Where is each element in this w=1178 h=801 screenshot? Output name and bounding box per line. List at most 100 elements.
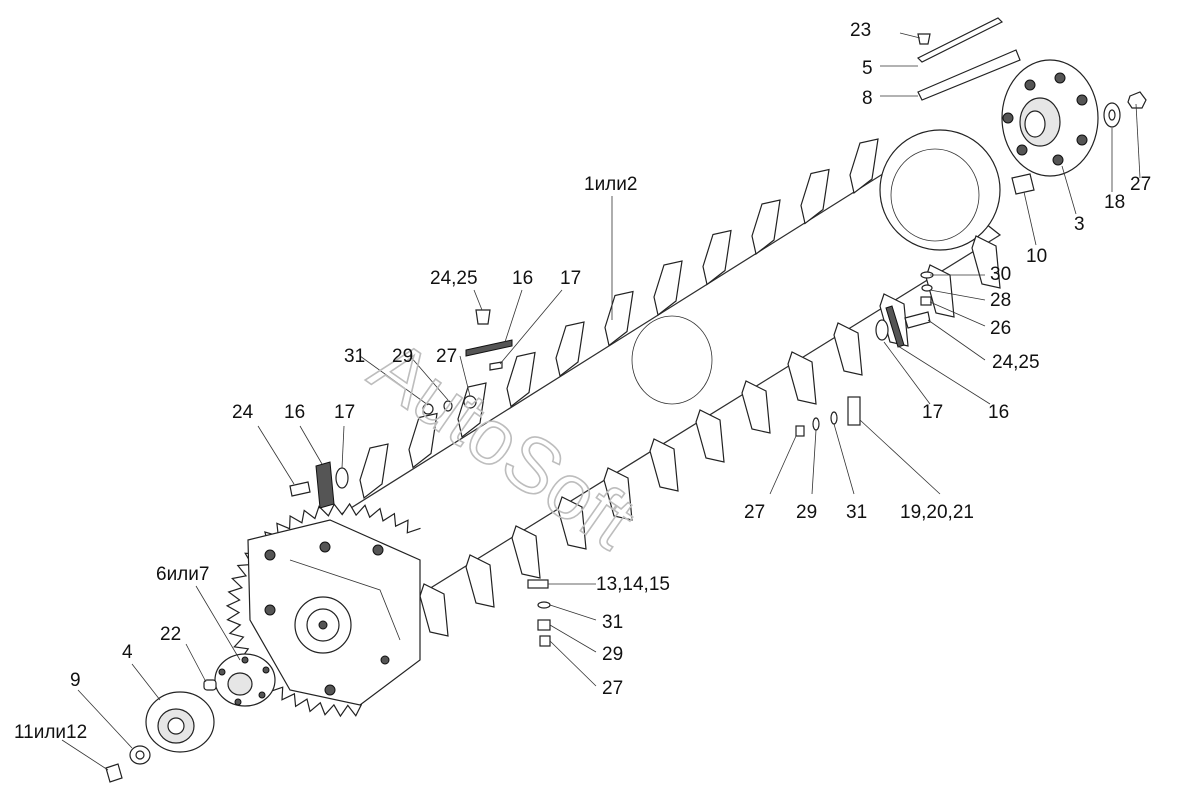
- washer-18-hole: [1108, 109, 1116, 121]
- callout-label: 17: [922, 402, 943, 423]
- washer-29-mid: [812, 417, 820, 431]
- auger-flight: [925, 264, 955, 318]
- callout-label: 16: [512, 268, 533, 289]
- auger-flight: [465, 554, 495, 608]
- bearing-4: [145, 691, 215, 753]
- toothed-end-disc: [225, 502, 421, 718]
- washer-17-left: [489, 361, 503, 371]
- washer-31-low: [537, 601, 551, 609]
- bolt-11-or-12: [105, 763, 123, 783]
- auger-flight: [849, 138, 879, 195]
- hub-6-or-7: [214, 653, 276, 707]
- nut-26: [920, 296, 932, 306]
- auger-flight: [741, 380, 771, 434]
- callout-label: 17: [334, 402, 355, 423]
- auger-flight: [506, 351, 536, 408]
- auger-flight: [604, 290, 634, 347]
- callout-label: 17: [560, 268, 581, 289]
- auger-flight: [408, 412, 438, 469]
- auger-flight: [359, 443, 389, 500]
- callout-label: 24,25: [430, 268, 478, 289]
- auger-flight: [457, 382, 487, 439]
- leader-lines: [61, 32, 1141, 771]
- nut-29-low: [537, 619, 551, 631]
- callout-label: 22: [160, 624, 181, 645]
- callout-label: 30: [990, 264, 1011, 285]
- plate-16: [315, 461, 335, 509]
- callout-label: 19,20,21: [900, 502, 974, 523]
- ring-28: [921, 284, 933, 292]
- auger-drum: [298, 129, 1002, 611]
- callout-label: 26: [990, 318, 1011, 339]
- callout-labels: 23 5 8 27 18 3 1или2 10 30 28 26 24,25 1…: [14, 20, 1151, 743]
- callout-label: 29: [392, 346, 413, 367]
- callout-label: 1или2: [584, 174, 637, 195]
- washer-31-mid: [830, 411, 838, 425]
- bolt-23: [917, 33, 931, 45]
- strip-top: [916, 17, 1004, 63]
- plate-16-right: [885, 305, 905, 348]
- washer-9-hole: [135, 750, 145, 760]
- callout-label: 6или7: [156, 564, 209, 585]
- callout-label: 28: [990, 290, 1011, 311]
- callout-label: 31: [344, 346, 365, 367]
- callout-label: 24: [232, 402, 254, 423]
- bolt-24-25-right: [904, 311, 931, 329]
- auger-flight: [787, 351, 817, 405]
- callout-label: 27: [1130, 174, 1151, 195]
- washer-17-right: [875, 319, 889, 341]
- pin-22: [203, 679, 217, 691]
- bolt-24: [289, 481, 311, 497]
- nut-27-mid: [795, 425, 805, 437]
- auger-flight: [702, 229, 732, 286]
- auger-flights-lower: [419, 235, 1001, 637]
- right-flange-hub: [1001, 59, 1099, 177]
- callout-label: 23: [850, 20, 871, 41]
- auger-flight: [695, 409, 725, 463]
- callout-label: 4: [122, 642, 133, 663]
- bolt-10: [1011, 173, 1035, 195]
- auger-flight: [555, 321, 585, 378]
- auger-flight: [800, 168, 830, 225]
- callout-label: 31: [602, 612, 623, 633]
- callout-label: 11или12: [14, 722, 87, 743]
- callout-label: 16: [988, 402, 1009, 423]
- auger-flight: [971, 235, 1001, 289]
- nut-27: [1127, 91, 1147, 109]
- auger-flight: [603, 467, 633, 521]
- washer-17: [335, 467, 349, 489]
- callout-label: 16: [284, 402, 305, 423]
- auger-flight: [419, 583, 449, 637]
- plate-19-20-21: [847, 396, 861, 426]
- callout-label: 29: [602, 644, 623, 665]
- washer-29-left: [443, 400, 453, 412]
- bolt-24-25-left: [475, 309, 491, 325]
- callout-label: 27: [602, 678, 623, 699]
- callout-label: 8: [862, 88, 873, 109]
- callout-label: 10: [1026, 246, 1047, 267]
- callout-label: 27: [436, 346, 457, 367]
- nut-27-low: [539, 635, 551, 647]
- auger-flight: [653, 260, 683, 317]
- callout-label: 9: [70, 670, 81, 691]
- auger-flights-upper: [359, 138, 879, 500]
- auger-flight: [649, 438, 679, 492]
- callout-label: 13,14,15: [596, 574, 670, 595]
- callout-label: 27: [744, 502, 765, 523]
- auger-flight: [833, 322, 863, 376]
- callout-label: 3: [1074, 214, 1085, 235]
- plate-13-14-15: [527, 579, 549, 589]
- auger-flight: [557, 496, 587, 550]
- callout-label: 31: [846, 502, 867, 523]
- callout-label: 24,25: [992, 352, 1040, 373]
- auger-flight: [511, 525, 541, 579]
- callout-label: 18: [1104, 192, 1125, 213]
- auger-flight: [751, 199, 781, 256]
- callout-label: 5: [862, 58, 873, 79]
- strip-8: [917, 49, 1021, 101]
- plate-16-left: [465, 339, 513, 357]
- washer-31-left: [422, 403, 434, 415]
- callout-label: 29: [796, 502, 817, 523]
